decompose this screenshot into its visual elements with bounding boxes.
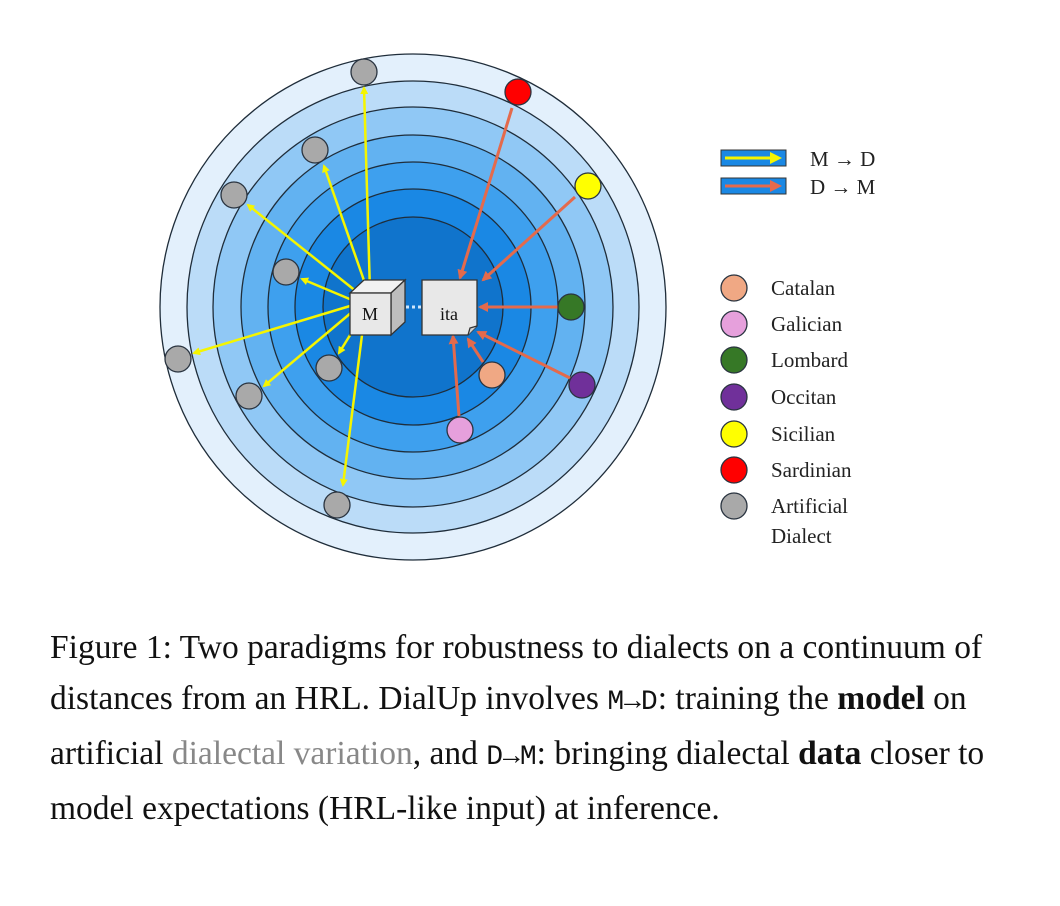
occitan-dot	[568, 371, 596, 399]
artificial-dialect-dot	[350, 58, 378, 86]
model-label: M	[362, 304, 378, 324]
legend-sardinian: Sardinian	[771, 458, 852, 482]
legend-lombard-swatch	[720, 346, 748, 374]
galician-dot	[446, 416, 474, 444]
legend-galician: Galician	[771, 312, 843, 336]
caption-text: closer to model expectations (HRL-like i…	[50, 735, 985, 827]
artificial-dialect-dot	[220, 181, 248, 209]
caption-dialectal-variation: dialectal variation	[171, 735, 413, 772]
legend-sicilian: Sicilian	[771, 422, 836, 446]
caption-text: : bringing dialectal	[536, 735, 799, 772]
artificial-dialect-dot	[272, 258, 300, 286]
legend-occitan: Occitan	[771, 385, 837, 409]
artificial-dialect-dot	[323, 491, 351, 519]
lombard-dot	[557, 293, 585, 321]
caption-m2d: M→D	[607, 687, 658, 718]
hrl-document	[421, 279, 478, 336]
model-cube	[348, 278, 407, 337]
legend-artificial: Artificial	[771, 494, 848, 518]
caption-text: , and	[412, 735, 487, 772]
legend-sardinian-swatch	[720, 456, 748, 484]
artificial-dialect-dot	[235, 382, 263, 410]
caption-model: model	[837, 680, 925, 717]
caption-text: : training the	[657, 680, 838, 717]
artificial-dialect-dot	[315, 354, 343, 382]
catalan-dot	[478, 361, 506, 389]
d-to-m-arrows	[448, 107, 577, 417]
dialup-diagram: M ita M → D D → M Catalan Galician Lomba…	[159, 53, 876, 561]
legend-galician-swatch	[720, 310, 748, 338]
artificial-dialect-dot	[301, 136, 329, 164]
sardinian-dot	[504, 78, 532, 106]
legend-dialect: Dialect	[771, 524, 832, 548]
figure-caption: Figure 1: Two paradigms for robustness t…	[50, 622, 1020, 834]
legend-catalan: Catalan	[771, 276, 836, 300]
legend-lombard: Lombard	[771, 348, 848, 372]
caption-d2m: D→M	[486, 742, 537, 773]
arrow-legend: M → D D → M	[720, 147, 876, 199]
hrl-label: ita	[440, 304, 458, 324]
caption-text: on artificial	[50, 680, 967, 772]
legend-catalan-swatch	[720, 274, 748, 302]
dialect-dots	[164, 58, 602, 519]
legend-d-to-m: D → M	[810, 175, 876, 199]
legend-m-to-d: M → D	[810, 147, 875, 171]
artificial-dialect-dot	[164, 345, 192, 373]
legend-artificial-swatch	[720, 492, 748, 520]
m-to-d-arrows	[192, 86, 372, 487]
caption-intro: Figure 1: Two paradigms for robustness t…	[50, 629, 983, 717]
legend-occitan-swatch	[720, 383, 748, 411]
dialect-legend: Catalan Galician Lombard Occitan Sicilia…	[720, 274, 852, 548]
sicilian-dot	[574, 172, 602, 200]
caption-data: data	[798, 735, 862, 772]
legend-sicilian-swatch	[720, 420, 748, 448]
